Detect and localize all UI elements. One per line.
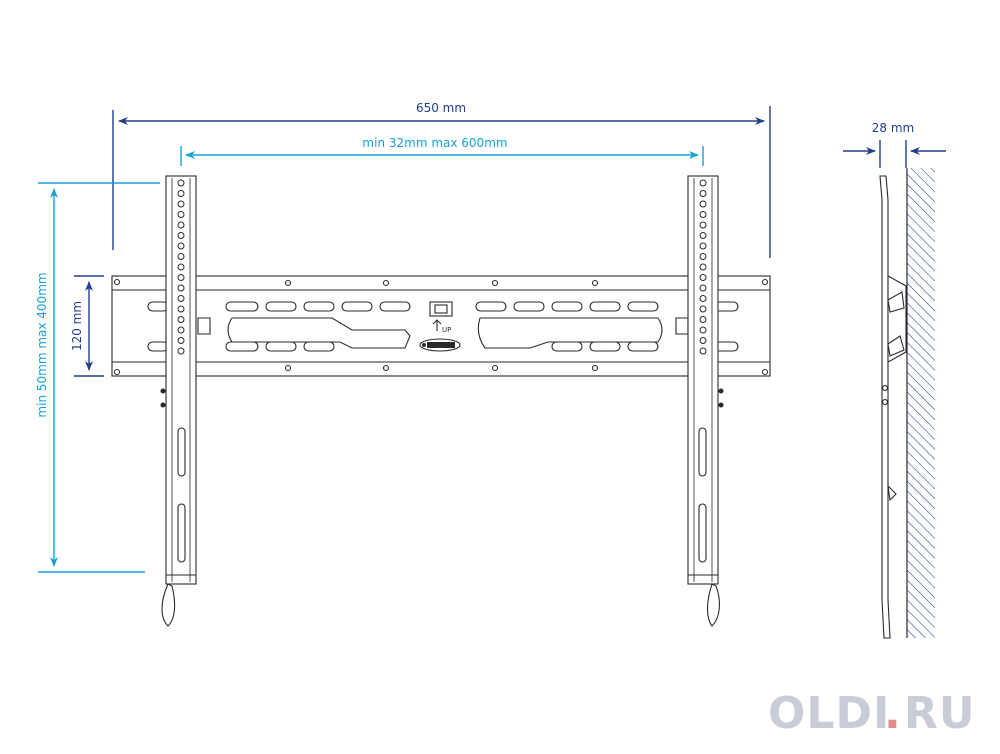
- mounting-hole: [699, 347, 707, 355]
- mounting-hole: [699, 232, 707, 239]
- screw: [718, 402, 724, 408]
- wall-hatch: [907, 168, 935, 638]
- screw: [113, 368, 121, 376]
- mounting-hole: [699, 263, 707, 271]
- bracket-profile: [879, 175, 907, 639]
- mounting-hole: [177, 253, 185, 260]
- rail-height-label: 120 mm: [70, 301, 84, 351]
- screw: [382, 279, 390, 287]
- screw: [382, 364, 390, 372]
- mounting-hole: [699, 221, 707, 229]
- rail-height-dimension: 120 mm: [70, 275, 104, 377]
- vertical-range-label: min 50mm max 400mm: [35, 272, 49, 417]
- bracket-profile-latch: [887, 484, 897, 502]
- mounting-hole: [177, 295, 185, 302]
- right-arm-slot-upper: [698, 427, 707, 477]
- mounting-hole: [699, 242, 707, 250]
- mounting-hole: [699, 295, 707, 302]
- watermark-left: OLDI: [768, 688, 890, 739]
- level-lock-icon: [429, 301, 453, 317]
- right-arm-holes: [699, 179, 707, 355]
- wall-plate-body: [111, 275, 771, 377]
- left-arm-slot-lower: [177, 503, 186, 563]
- wall-plate-cutout-right: [477, 317, 663, 349]
- left-vertical-arm: [160, 175, 197, 627]
- bracket-profile-hook-top: [887, 291, 905, 313]
- screw: [284, 279, 292, 287]
- left-arm-pull-tab: [161, 583, 176, 627]
- screw: [160, 402, 166, 408]
- mounting-hole: [177, 242, 185, 250]
- vesa-horizontal-dimension: min 32mm max 600mm: [180, 136, 704, 166]
- screw: [882, 399, 888, 405]
- screw: [882, 385, 888, 391]
- up-arrow-icon: [432, 319, 442, 331]
- right-arm-pull-tab: [706, 583, 721, 627]
- mounting-hole: [699, 284, 707, 292]
- overall-width-label: 650 mm: [416, 101, 466, 115]
- vertical-range-dimension: min 50mm max 400mm: [35, 182, 160, 573]
- screw: [591, 279, 599, 287]
- mounting-hole: [699, 305, 707, 313]
- left-arm-holes: [177, 179, 185, 355]
- mounting-hole: [177, 326, 185, 334]
- screw: [491, 279, 499, 287]
- brand-badge-icon: [419, 338, 461, 352]
- mounting-hole: [177, 232, 185, 239]
- right-vertical-arm: [687, 175, 724, 627]
- mounting-hole: [699, 326, 707, 334]
- mounting-hole: [177, 347, 185, 355]
- mounting-hole: [699, 316, 707, 323]
- mounting-hole: [177, 221, 185, 229]
- mounting-hole: [177, 179, 185, 187]
- left-arm-slot-upper: [177, 427, 186, 477]
- mounting-hole: [177, 284, 185, 292]
- mounting-hole: [177, 274, 185, 281]
- depth-label: 28 mm: [872, 121, 914, 135]
- screw: [160, 388, 166, 394]
- mounting-hole: [177, 263, 185, 271]
- screw: [718, 388, 724, 394]
- screw: [761, 278, 769, 286]
- screw: [113, 278, 121, 286]
- watermark-dot: .: [884, 688, 902, 739]
- screw: [284, 364, 292, 372]
- overall-width-dimension: 650 mm: [112, 101, 771, 258]
- mounting-hole: [177, 316, 185, 323]
- mounting-hole: [177, 190, 185, 197]
- side-view: 28 mm: [843, 121, 946, 639]
- right-arm-slot-lower: [698, 503, 707, 563]
- watermark-right: RU: [904, 688, 976, 739]
- mounting-hole: [699, 274, 707, 281]
- mounting-hole: [177, 211, 185, 218]
- mounting-hole: [177, 337, 185, 344]
- up-marker-label: UP: [442, 326, 451, 334]
- mounting-hole: [699, 337, 707, 344]
- screw: [591, 364, 599, 372]
- mounting-hole: [177, 305, 185, 313]
- mounting-hole: [699, 253, 707, 260]
- vesa-horizontal-label: min 32mm max 600mm: [362, 136, 507, 150]
- bracket-profile-hook-bottom: [887, 335, 905, 357]
- mounting-hole: [177, 200, 185, 208]
- bracket-profile-arm: [879, 175, 891, 639]
- wall-plate-cutout-left: [227, 317, 411, 349]
- depth-dimension: 28 mm: [843, 121, 946, 168]
- mounting-hole: [699, 200, 707, 208]
- screw: [491, 364, 499, 372]
- wall-plate-cutout-small-left: [197, 317, 211, 335]
- watermark: OLDI . RU: [768, 688, 976, 739]
- mounting-hole: [699, 190, 707, 197]
- mounting-hole: [699, 179, 707, 187]
- wall-plate: UP: [111, 275, 771, 377]
- mounting-hole: [699, 211, 707, 218]
- screw: [761, 368, 769, 376]
- wall-plate-screws: [113, 278, 769, 376]
